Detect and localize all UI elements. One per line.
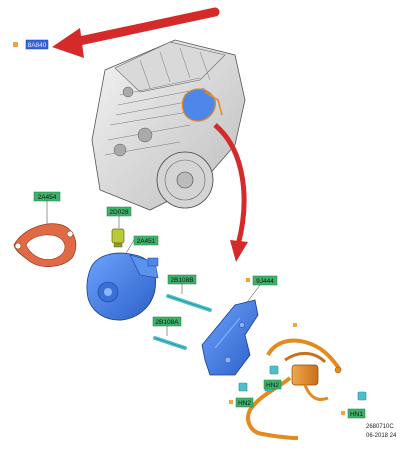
callout-box bbox=[263, 379, 282, 390]
shaft-upper bbox=[166, 294, 212, 312]
vacuum-sensor bbox=[111, 228, 125, 248]
orange-marker-icon bbox=[293, 323, 297, 327]
callout-label: 2A451 bbox=[137, 238, 156, 245]
orange-marker-icon bbox=[341, 411, 345, 415]
callout-label: 9J444 bbox=[256, 278, 274, 285]
callout-label: HN1 bbox=[350, 411, 363, 418]
callout-box bbox=[347, 408, 366, 419]
callout-vacuum-gasket[interactable]: 2A454 bbox=[33, 191, 61, 202]
callout-label: 2B108A bbox=[155, 319, 179, 326]
callout-box bbox=[252, 275, 278, 286]
callout-fastener-hn2-b[interactable]: HN2 bbox=[235, 397, 254, 408]
callout-box bbox=[25, 39, 49, 50]
callout-box bbox=[133, 235, 159, 246]
callout-label: 2D028 bbox=[109, 209, 129, 216]
callout-label: HN2 bbox=[238, 400, 251, 407]
shaft-lower bbox=[153, 336, 187, 350]
fastener-nut-a bbox=[238, 382, 248, 392]
orange-marker-icon bbox=[13, 42, 18, 47]
callout-shaft-upper[interactable]: 2B108B bbox=[167, 274, 197, 285]
orange-marker-icon bbox=[246, 278, 250, 282]
callout-label: 2A454 bbox=[38, 194, 57, 201]
callout-label: 2B108B bbox=[170, 277, 193, 284]
callout-bracket[interactable]: 9J444 bbox=[252, 275, 278, 286]
fastener-nut-d bbox=[357, 391, 367, 401]
mounting-bracket bbox=[201, 299, 259, 376]
callout-label: 8A840 bbox=[28, 42, 47, 49]
callout-sensor[interactable]: 2D028 bbox=[106, 206, 132, 217]
red-curved-arrow-icon bbox=[213, 123, 248, 262]
drawing-reference: 2680710C bbox=[366, 424, 394, 430]
fastener-nut-c bbox=[269, 365, 279, 375]
vacuum-pump-gasket bbox=[13, 223, 77, 267]
callout-box bbox=[235, 397, 254, 408]
engine-block bbox=[91, 39, 246, 211]
vacuum-pump bbox=[86, 252, 159, 321]
red-pointer-arrow-icon bbox=[52, 7, 220, 58]
drawing-date: 06-2018 24 bbox=[366, 433, 397, 439]
callout-fastener-hn1[interactable]: HN1 bbox=[347, 408, 366, 419]
vacuum-hose-assembly bbox=[246, 323, 342, 440]
orange-marker-icon bbox=[229, 400, 233, 404]
callout-vacuum-pump[interactable]: 2A451 bbox=[133, 235, 159, 246]
callout-label: HN2 bbox=[266, 382, 279, 389]
callout-shaft-lower[interactable]: 2B108A bbox=[152, 316, 182, 327]
callout-top[interactable]: 8A840 bbox=[13, 39, 49, 50]
callout-fastener-hn2-a[interactable]: HN2 bbox=[263, 379, 282, 390]
